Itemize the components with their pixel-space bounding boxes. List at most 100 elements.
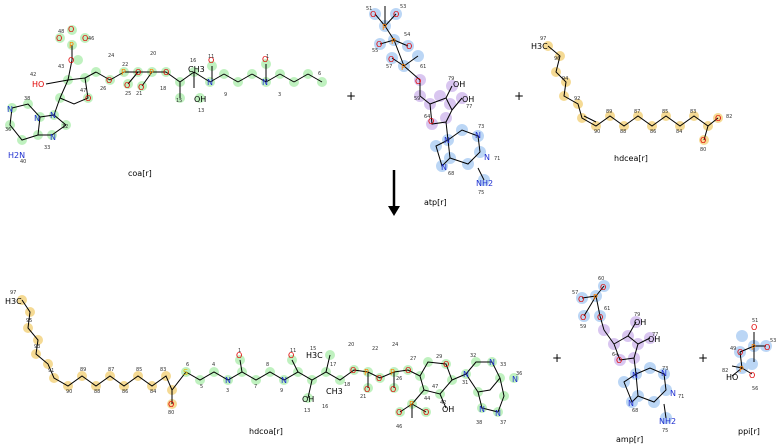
atom-p: P (364, 368, 369, 377)
svg-text:8: 8 (266, 362, 269, 368)
atom-n: N (512, 375, 518, 384)
atom-o: O (388, 55, 394, 64)
svg-text:68: 68 (632, 408, 638, 414)
svg-text:59: 59 (414, 96, 420, 102)
svg-text:11: 11 (290, 348, 296, 354)
atom-n: N (479, 405, 485, 414)
atom-p: P (391, 37, 396, 46)
svg-text:24: 24 (392, 342, 398, 348)
svg-text:46: 46 (88, 36, 94, 42)
atom-o: O (390, 385, 396, 394)
svg-text:37: 37 (500, 420, 506, 426)
svg-text:20: 20 (348, 342, 354, 348)
atom-o: O (428, 117, 434, 126)
atom-o: O (578, 295, 584, 304)
svg-text:59: 59 (580, 324, 586, 330)
atom-o: O (350, 366, 356, 375)
atom-n: N (444, 136, 450, 145)
svg-text:97: 97 (10, 290, 16, 296)
svg-text:31: 31 (462, 380, 468, 386)
atom-o: O (749, 371, 755, 380)
atom-o: O (56, 34, 62, 43)
svg-text:33: 33 (500, 362, 506, 368)
atom-n: N (628, 399, 634, 408)
atom-p: P (390, 368, 395, 377)
svg-text:83: 83 (160, 367, 166, 373)
atom-p: P (593, 293, 598, 302)
svg-text:15: 15 (176, 98, 182, 104)
atom-o: O (600, 283, 606, 292)
svg-text:15: 15 (310, 346, 316, 352)
svg-text:7: 7 (254, 384, 257, 390)
svg-text:87: 87 (108, 367, 114, 373)
atom-o: O (396, 408, 402, 417)
atom-oh: OH (648, 335, 660, 344)
svg-text:40: 40 (20, 159, 26, 165)
svg-text:75: 75 (478, 190, 484, 196)
atom-o: O (423, 408, 429, 417)
svg-text:61: 61 (420, 64, 426, 70)
svg-text:73: 73 (662, 366, 668, 372)
svg-text:6: 6 (186, 362, 189, 368)
label-ppi: ppi[r] (738, 427, 760, 436)
svg-text:71: 71 (494, 156, 500, 162)
svg-text:33: 33 (44, 145, 50, 151)
svg-text:55: 55 (372, 48, 378, 54)
atom-o: O (135, 68, 141, 77)
svg-text:9: 9 (224, 92, 227, 98)
svg-text:3: 3 (226, 388, 229, 394)
svg-text:80: 80 (168, 410, 174, 416)
svg-text:88: 88 (94, 389, 100, 395)
svg-text:77: 77 (466, 104, 472, 110)
label-amp: amp[r] (616, 435, 643, 444)
atom-oh: OH (453, 80, 465, 89)
atom-o: O (163, 68, 169, 77)
svg-text:97: 97 (540, 36, 546, 42)
atom-oh: OH (302, 395, 314, 404)
atom-n: N (34, 114, 40, 123)
svg-text:91: 91 (48, 368, 54, 374)
atom-nh2: NH2 (659, 417, 676, 426)
svg-text:21: 21 (136, 91, 142, 97)
atom-o: O (262, 55, 268, 64)
molecule-hdcoa: H3C O S O N O N OH H3C CH3 O P O P O O O… (5, 290, 522, 430)
svg-text:60: 60 (598, 276, 604, 282)
atom-o: O (68, 56, 74, 65)
atom-p: P (739, 365, 744, 374)
atom-p: P (401, 63, 406, 72)
svg-text:90: 90 (66, 389, 72, 395)
svg-text:79: 79 (448, 76, 454, 82)
svg-text:42: 42 (440, 400, 446, 406)
svg-text:53: 53 (400, 4, 406, 10)
molecule-coa: N N N N H2N O HO O P O O O O P O P O O O… (5, 25, 327, 165)
atom-o: O (288, 351, 294, 360)
svg-text:38: 38 (476, 420, 482, 426)
svg-text:80: 80 (700, 147, 706, 153)
svg-text:54: 54 (404, 32, 410, 38)
svg-text:22: 22 (122, 62, 128, 68)
atom-o: O (764, 343, 770, 352)
atom-o: O (106, 76, 112, 85)
svg-text:82: 82 (726, 114, 732, 120)
svg-text:16: 16 (322, 404, 328, 410)
svg-text:85: 85 (662, 109, 668, 115)
atom-n: N (441, 163, 447, 172)
svg-text:36: 36 (5, 127, 11, 133)
svg-text:57: 57 (386, 64, 392, 70)
svg-text:6: 6 (318, 71, 321, 77)
label-atp: atp[r] (424, 198, 447, 207)
svg-text:57: 57 (572, 290, 578, 296)
svg-text:68: 68 (448, 171, 454, 177)
atom-nh2: NH2 (476, 179, 493, 188)
atom-n: N (207, 78, 213, 87)
atom-ch3: CH3 (188, 65, 205, 74)
atom-h3c: H3C (531, 42, 548, 51)
svg-text:85: 85 (136, 367, 142, 373)
atom-oh: OH (462, 95, 474, 104)
atom-o: O (405, 366, 411, 375)
atom-o: O (406, 42, 412, 51)
svg-text:43: 43 (58, 64, 64, 70)
atom-n: N (50, 111, 56, 120)
